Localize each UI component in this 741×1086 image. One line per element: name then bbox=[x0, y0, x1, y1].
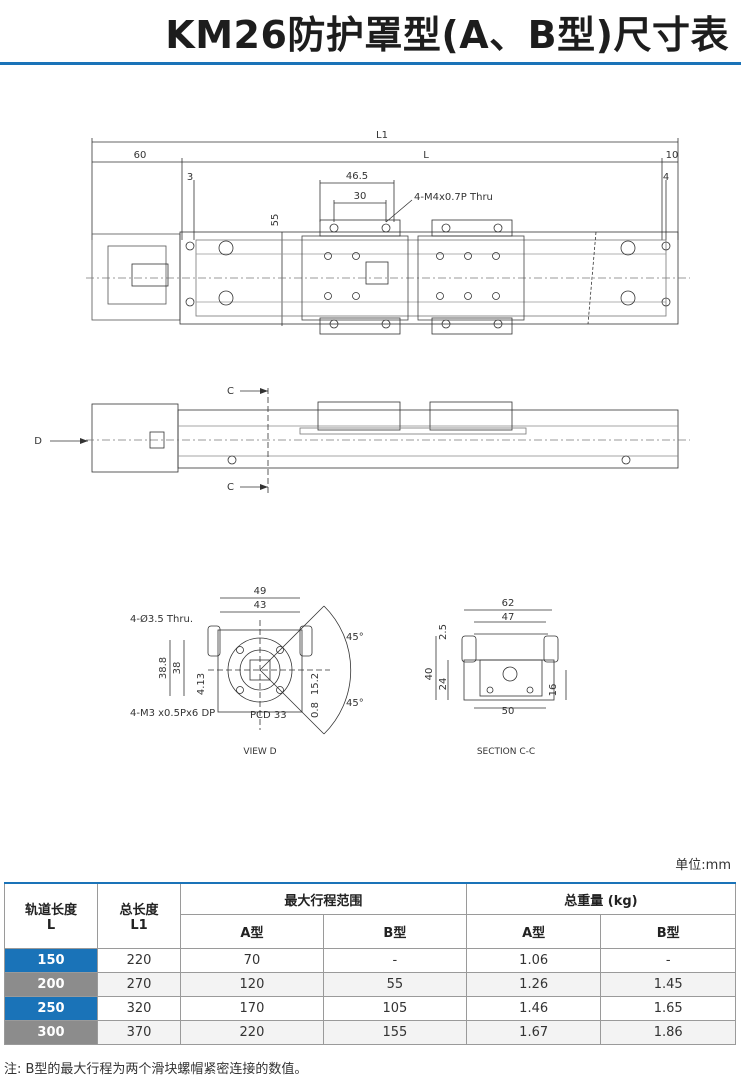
dim-4-text: 4 bbox=[663, 172, 669, 183]
dim-10-text: 10 bbox=[666, 150, 679, 161]
title-rule bbox=[0, 62, 741, 65]
header-max-stroke: 最大行程范围 bbox=[180, 882, 467, 915]
dim-l-text: L bbox=[423, 150, 429, 161]
view-mark: D bbox=[34, 436, 42, 447]
header-weight-type-b: B型 bbox=[600, 914, 736, 949]
header-stroke-type-a: A型 bbox=[180, 914, 324, 949]
section-62: 62 bbox=[502, 598, 515, 609]
dim-60-text: 60 bbox=[134, 150, 147, 161]
section-16: 16 bbox=[548, 684, 559, 697]
view-d-4-13: 4.13 bbox=[196, 673, 207, 695]
dim-3-text: 3 bbox=[187, 172, 193, 183]
dim-30-text: 30 bbox=[354, 191, 367, 202]
dim-l1-text: L1 bbox=[376, 130, 388, 141]
view-d-43: 43 bbox=[254, 600, 267, 611]
table-row: 200 270 120 55 1.26 1.45 bbox=[4, 972, 736, 997]
view-d-angle-top: 45° bbox=[346, 632, 364, 643]
callout-thru-text: 4-M4x0.7P Thru bbox=[414, 192, 493, 203]
section-50: 50 bbox=[502, 706, 515, 717]
section-47: 47 bbox=[502, 612, 515, 623]
dim-55-text: 55 bbox=[270, 214, 281, 227]
table-row: 150 220 70 - 1.06 - bbox=[4, 948, 736, 973]
unit-label: 单位:mm bbox=[675, 858, 731, 873]
spec-table: 轨道长度 L 总长度 L1 最大行程范围 总重量 (kg) A型 B型 A型 B… bbox=[4, 882, 737, 1045]
table-row: 300 370 220 155 1.67 1.86 bbox=[4, 1020, 736, 1045]
view-d-tap-callout: 4-M3 x0.5Px6 DP bbox=[130, 708, 215, 719]
view-d-caption: VIEW D bbox=[243, 747, 276, 757]
header-total-weight: 总重量 (kg) bbox=[465, 882, 737, 915]
table-row: 250 320 170 105 1.46 1.65 bbox=[4, 996, 736, 1021]
dim-46-5-text: 46.5 bbox=[346, 171, 368, 182]
section-2-5: 2.5 bbox=[438, 624, 449, 640]
view-d-thru-callout: 4-Ø3.5 Thru. bbox=[130, 613, 193, 625]
view-d-38-8: 38.8 bbox=[158, 657, 169, 679]
technical-drawing: L1 60 L 10 3 4 46.5 30 55 4-M4x0.7P Thru… bbox=[34, 130, 690, 757]
view-d-15-2: 15.2 bbox=[310, 673, 321, 695]
section-cc-caption: SECTION C-C bbox=[477, 747, 535, 757]
header-stroke-type-b: B型 bbox=[322, 914, 467, 949]
view-d-pcd-callout: PCD 33 bbox=[250, 710, 287, 721]
header-total-length: 总长度 L1 bbox=[97, 882, 181, 949]
view-d-angle-bottom: 45° bbox=[346, 698, 364, 709]
footnote: 注: B型的最大行程为两个滑块螺帽紧密连接的数值。 bbox=[4, 1062, 308, 1077]
header-rail-length: 轨道长度 L bbox=[4, 882, 98, 949]
section-40: 40 bbox=[424, 668, 435, 681]
view-d-0-8: 0.8 bbox=[310, 702, 321, 718]
header-weight-type-a: A型 bbox=[465, 914, 602, 949]
view-d-49: 49 bbox=[254, 586, 267, 597]
section-mark-bottom: C bbox=[227, 482, 234, 493]
section-mark-top: C bbox=[227, 386, 234, 397]
section-24: 24 bbox=[438, 678, 449, 691]
page-title: KM26防护罩型(A、B型)尺寸表 bbox=[165, 13, 729, 57]
view-d-38: 38 bbox=[172, 662, 183, 675]
section-cc-outline bbox=[463, 659, 555, 701]
